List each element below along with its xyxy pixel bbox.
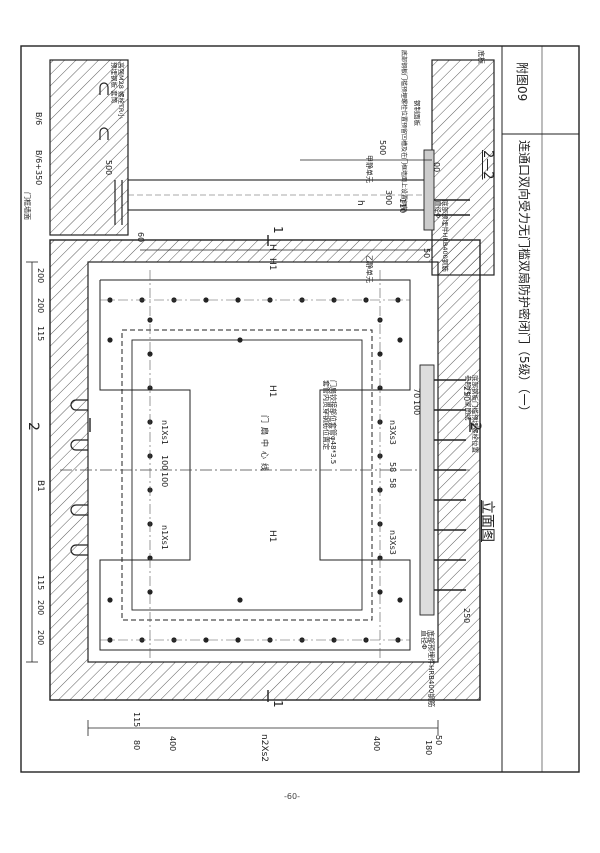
guide-lines (100, 270, 410, 660)
dim-100-a: 100 (160, 455, 169, 471)
section-title: 2—2 (480, 150, 495, 180)
rebar-dot (203, 297, 209, 303)
section-mark-2-left: 2 (25, 422, 41, 431)
right-dim-1: 250 (462, 386, 471, 402)
rebar-dot (235, 297, 241, 303)
dim-70: 70 (412, 388, 421, 399)
section-h: h (355, 200, 365, 206)
rebar-dot (397, 337, 403, 343)
section-mark-2-right: 2 (467, 422, 483, 431)
dim-n3-top: n3Xs3 (388, 420, 397, 445)
leaf-label-2: H1 (267, 530, 277, 543)
bottom-dim-115: 115 (132, 712, 141, 728)
section-mark-lines (89, 235, 471, 702)
center-line-label: 门扇中心线 (260, 415, 269, 475)
section-threshold (423, 149, 435, 231)
section-yi: 乙静单元 (365, 255, 373, 283)
section-stud: 高强M28 螺栓TR小 预埋钢板 套筒 (110, 62, 126, 119)
section-dim-50: 50 (422, 248, 431, 259)
rebar-dot (235, 637, 241, 643)
door-leaf-frame (121, 329, 373, 621)
section-jia: 甲静单元 (365, 155, 373, 183)
bottom-dim-80: 80 (132, 740, 141, 751)
section-dim-60: 60 (136, 232, 145, 243)
rebar-dot (147, 351, 153, 357)
section-H1: H1 (267, 258, 277, 271)
right-dim-2: 250 (462, 608, 471, 624)
section-dim-300: 300 (384, 190, 393, 206)
section-embed: 底部预埋件HRB400钢筋 直径Φ (434, 200, 450, 272)
section-door-frame: 门框墙面 (23, 192, 31, 220)
elevation-view (49, 239, 481, 701)
section-top-note: 底部钢板门槛预埋螺栓位置预留凹槽及在门框墙面上设置钢筋 (400, 50, 407, 213)
bottom-dim-400a: 400 (168, 736, 177, 752)
bottom-dim-n2: n2Xs2 (259, 734, 269, 763)
left-dimension-chain (26, 261, 38, 663)
section-bolts (99, 82, 123, 225)
rebar-dot (377, 351, 383, 357)
rebar-dot (397, 597, 403, 603)
rebar-dot (203, 637, 209, 643)
dim-100-b: 100 (160, 472, 169, 488)
elevation-caption: 立面图 (479, 500, 495, 542)
rebar-dot (237, 337, 243, 343)
drawing-title: 连通口双向受力无门槛双扇防护密闭门（5级）（一） (517, 140, 531, 418)
left-dim-7: 200 (36, 630, 45, 646)
frame-outline-top (99, 279, 411, 651)
rebar-dot (147, 589, 153, 595)
rebar-dot (107, 597, 113, 603)
left-bolts (70, 399, 88, 556)
section-ground-mark: 00 (432, 162, 441, 173)
title-block (501, 46, 579, 772)
section-mark-1-bot: 1 (271, 700, 285, 708)
left-dim-1: 200 (36, 268, 45, 284)
section-dim-500: 500 (104, 160, 113, 176)
section-mark-1-top: 1 (271, 226, 285, 234)
leaf-label-1: H1 (267, 385, 277, 398)
bottom-dim-50: 50 (434, 735, 443, 746)
pipe-note: 门扇铰接部位套管φ48*3.5 套管内贯穿钢筋位置定 (322, 380, 337, 465)
left-dim-2: 200 (36, 298, 45, 314)
rebar-dot (107, 337, 113, 343)
section-floor-right (431, 59, 495, 276)
door-opening (87, 261, 439, 663)
section-b6-350: B/6+350 (34, 150, 43, 186)
section-b6: B/6 (34, 112, 43, 126)
bottom-dim-180: 180 (424, 740, 433, 756)
anchor-bars (434, 379, 466, 591)
dim-n1-top: n1Xs1 (160, 420, 169, 445)
door-leaf-inner (131, 339, 363, 611)
dim-100-c: 100 (412, 400, 421, 416)
dim-58-a: 58 (388, 462, 397, 473)
bottom-dim-400b: 400 (372, 736, 381, 752)
dim-n1-bot: n1Xs1 (160, 525, 169, 550)
rebar-dot (377, 589, 383, 595)
left-dim-6: 200 (36, 600, 45, 616)
threshold-strip (419, 364, 435, 616)
page-number: -60- (284, 792, 300, 801)
left-dim-5: 115 (36, 575, 45, 591)
left-dim-3: 115 (36, 326, 45, 342)
section-top-note2: 钢制面板 (413, 100, 421, 126)
dim-58-b: 58 (388, 478, 397, 489)
section-dim-500b: 500 (378, 140, 387, 156)
sheet-number: 附图09 (515, 62, 529, 102)
left-dim-b1: B1 (35, 480, 45, 492)
dim-n3-bot: n3Xs3 (388, 530, 397, 555)
section-H: H (267, 244, 277, 251)
rebar-dots (107, 297, 403, 643)
bottom-dimension-chain (87, 720, 439, 736)
rebar-dot (237, 597, 243, 603)
sheet-border (20, 45, 580, 773)
bottom-note: 底部预埋件HRB400钢筋 直径Φ (420, 630, 435, 708)
section-view (49, 59, 495, 276)
section-bottom-mark: 底板 (477, 50, 485, 64)
